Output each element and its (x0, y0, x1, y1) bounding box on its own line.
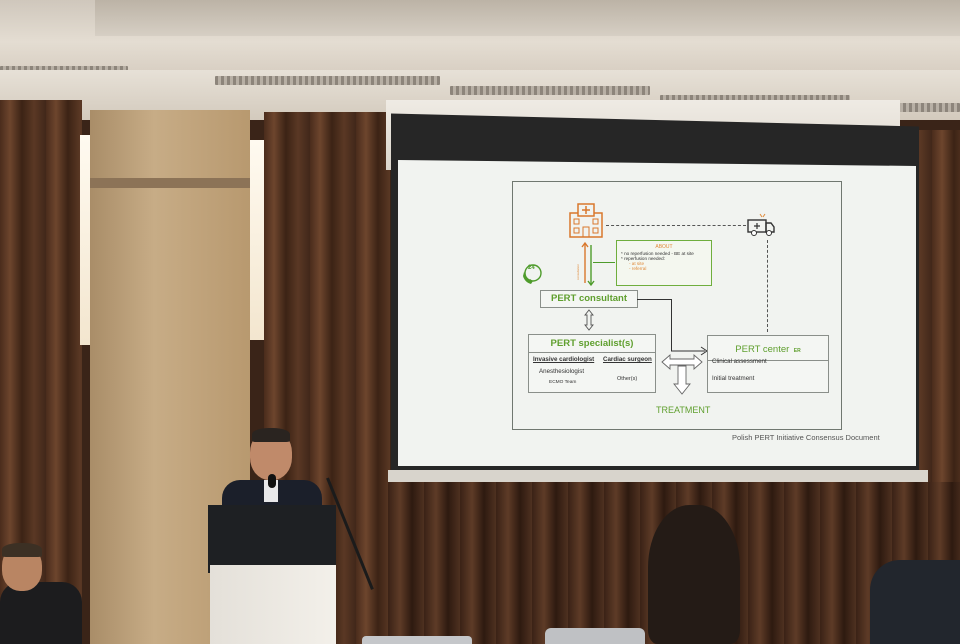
chair-back (362, 636, 472, 644)
pert-specialists-box: PERT specialist(s) Invasive cardiologist… (528, 334, 656, 393)
connector-line (637, 299, 671, 300)
treatment-label: TREATMENT (656, 405, 711, 415)
phone-24-icon (523, 264, 542, 284)
audience-member (648, 505, 740, 644)
hospital-icon (569, 203, 603, 238)
ceiling-vent (855, 103, 960, 112)
ceiling-beam (95, 0, 960, 36)
ceiling-vent (215, 76, 440, 85)
phone-24-badge: 24 (528, 265, 535, 271)
dashed-connector (767, 240, 768, 332)
up-down-arrow-icon (584, 309, 594, 331)
pert-consultant-label: PERT consultant (550, 293, 627, 304)
audience-member (870, 560, 960, 644)
hospital-label: referring (578, 195, 600, 209)
pert-center-sub: ER (793, 348, 801, 354)
up-down-arrows (581, 241, 595, 287)
audience-member (0, 582, 82, 644)
podium (210, 565, 336, 644)
initial-treatment: Initial treatment (712, 375, 755, 382)
others: Other(s) (617, 376, 638, 382)
invasive-cardiologist: Invasive cardiologist (533, 356, 595, 363)
ambulance-icon (747, 213, 775, 236)
ceiling-vent (660, 95, 850, 104)
chair-back (545, 628, 645, 644)
microphone (268, 474, 276, 488)
info-box: ABOUT * no reperfusion needed - BE at si… (616, 240, 712, 286)
connector-line (593, 262, 615, 263)
ecmo-team: ECMO Team (549, 380, 577, 385)
pillar-ledge (90, 178, 250, 188)
ceiling-vent (450, 86, 650, 95)
anesthesiologist: Anesthesiologist (539, 368, 585, 375)
audience-member-hair (2, 543, 42, 557)
projection-screen (398, 160, 916, 466)
screen-bottom-bar (388, 470, 928, 484)
pert-center-label: PERT center (735, 344, 790, 355)
pert-specialists-label: PERT specialist(s) (550, 338, 634, 349)
cardiac-surgeon: Cardiac surgeon (603, 356, 652, 363)
dashed-connector (606, 225, 746, 226)
slide-footer: Polish PERT Initiative Consensus Documen… (732, 433, 880, 442)
podium-monitor (208, 505, 336, 573)
pert-consultant-box: PERT consultant (540, 290, 638, 308)
window-light (250, 140, 268, 340)
consultation-label: consultation (576, 263, 580, 280)
pert-center-box: PERT center ER Clinical assessment Initi… (707, 335, 829, 393)
clinical-assessment: Clinical assessment (712, 358, 767, 365)
double-arrow-icon (661, 354, 703, 395)
speaker-hair (252, 428, 290, 442)
diagram-frame (512, 181, 842, 430)
connector-line (671, 299, 672, 351)
